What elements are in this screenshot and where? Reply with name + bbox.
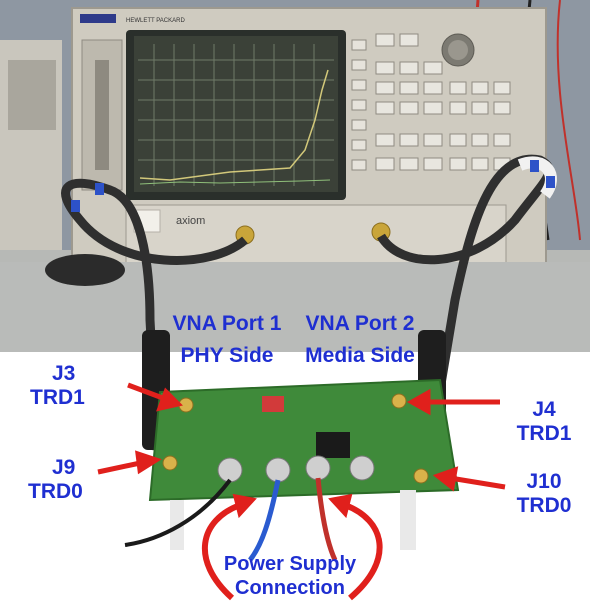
arrow-power-right-head [328,493,353,519]
left-coax [61,178,248,451]
arrow-j10 [449,475,506,490]
softkeys [351,39,367,171]
white-strain-relief [517,156,557,199]
label-j9: J9 TRD0 [28,456,83,504]
arrow-j4-head [406,388,431,416]
arrow-power-left [201,502,242,601]
arrow-power-left-head [232,493,257,519]
axiom-logo: axiom [176,215,205,227]
phy-chip [316,432,350,458]
brand-badge [80,14,116,23]
label-power-line2: Connection [235,577,345,599]
rotary-knob-cap [448,40,468,60]
label-vna-port2: VNA Port 2 Media Side [292,312,428,368]
label-j4-line2: TRD1 [516,422,572,445]
arrow-j9-head [135,450,162,475]
label-j9-line1: J9 [52,456,76,479]
label-power-supply: Power Supply Connection [200,552,380,600]
trace-s11 [139,179,331,185]
vna-screen [134,36,338,192]
label-vna-port2-line2: Media Side [305,344,415,367]
power-lead-blue [248,479,281,562]
label-j4-line1: J4 [532,398,556,421]
label-j3-line2: TRD1 [30,386,85,409]
keypad [375,33,511,171]
pcb-board [148,378,460,502]
label-j10-line1: J10 [526,470,562,493]
trace-s21 [139,69,329,181]
standoff [400,490,416,550]
label-j3-line1: J3 [52,362,76,385]
screen-grid [138,44,334,186]
cable-markers [71,160,555,212]
label-j9-line2: TRD0 [28,480,83,503]
red-lead-2 [556,0,581,241]
label-j10-line2: TRD0 [516,494,572,517]
annotation-arrows [97,382,506,601]
sma-connectors [162,393,429,484]
disk-slot [95,60,109,170]
label-vna-port1-line1: VNA Port 1 [172,312,282,335]
label-vna-port2-line1: VNA Port 2 [305,312,415,335]
arrow-j10-head [432,466,459,492]
label-j3: J3 TRD1 [30,362,85,410]
vna-instrument: HEWLETT PACKARD [71,7,547,277]
label-j10: J10 TRD0 [508,470,580,518]
mouse [45,254,125,286]
arrow-power-right [343,502,383,601]
port-panel [125,204,507,264]
brand-text: HEWLETT PACKARD [126,18,185,24]
dip-switch [262,396,284,412]
ground-lead [124,478,232,547]
label-power-line1: Power Supply [223,553,357,575]
label-j4: J4 TRD1 [508,398,580,446]
left-equipment-panel [8,60,56,130]
arrow-j3-head [156,387,183,412]
label-vna-port1-line2: PHY Side [180,344,274,367]
power-lead-red [315,477,338,562]
label-vna-port1: VNA Port 1 PHY Side [162,312,292,368]
